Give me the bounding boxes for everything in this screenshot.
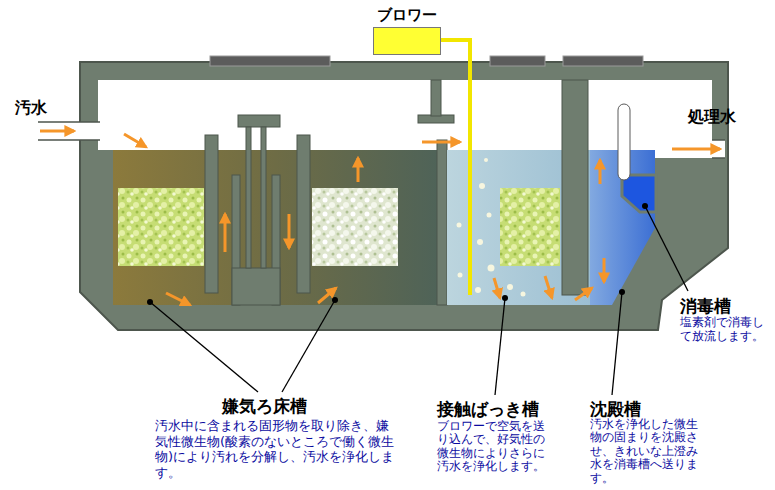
chamber-heading: 嫌気ろ床槽	[222, 396, 307, 416]
contact-media	[500, 188, 560, 266]
manhole-cover	[490, 56, 545, 66]
inlet-pipe	[38, 122, 100, 140]
flow-arrows	[40, 131, 720, 305]
air-pipe	[441, 40, 470, 295]
anaerobic-water	[113, 150, 437, 305]
disinfection-water	[622, 175, 656, 212]
blower-label: ブロワー	[377, 6, 437, 24]
chlorine-tube	[618, 104, 630, 180]
hanging-baffle	[431, 80, 441, 116]
pipe-cap	[238, 115, 280, 127]
tank-body	[80, 62, 728, 330]
chamber-heading: 消毒槽	[680, 296, 731, 316]
outlet-label: 処理水	[688, 107, 736, 126]
air-bubbles	[457, 158, 526, 297]
chamber-description: 塩素剤で消毒して放流します。	[680, 316, 768, 344]
transfer-pipe	[261, 127, 266, 268]
blower-box: ブロワー	[373, 27, 441, 55]
chamber-description: ブロワーで空気を送り込んで、好気性の微生物によりさらに汚水を浄化します。	[437, 420, 549, 474]
transfer-pipe	[246, 127, 251, 268]
chamber-description: 汚水中に含まれる固形物を取り除き、嫌気性微生物(酸素のないところで働く微生物)に…	[155, 418, 395, 480]
chamber-description: 汚水を浄化した微生物の固まりを沈殿させ、きれいな上澄み水を消毒槽へ送ります。	[590, 418, 702, 485]
filter-media	[118, 188, 204, 266]
filter-media	[312, 188, 398, 266]
inlet-label: 汚水	[15, 98, 47, 117]
baffle-wall	[297, 135, 310, 293]
chamber-heading: 接触ばっき槽	[437, 399, 539, 419]
manhole-cover	[563, 56, 643, 66]
inlet-pipe-edge	[38, 122, 100, 140]
partition-floor	[232, 268, 280, 305]
leader-lines	[150, 206, 688, 395]
leader-dots	[147, 203, 648, 305]
baffle-wall	[205, 135, 218, 293]
manhole-cover	[210, 56, 330, 66]
settling-baffle	[562, 80, 588, 295]
chamber-wall	[437, 140, 447, 305]
outlet-pipe	[650, 140, 725, 158]
chamber-heading: 沈殿槽	[590, 399, 641, 419]
